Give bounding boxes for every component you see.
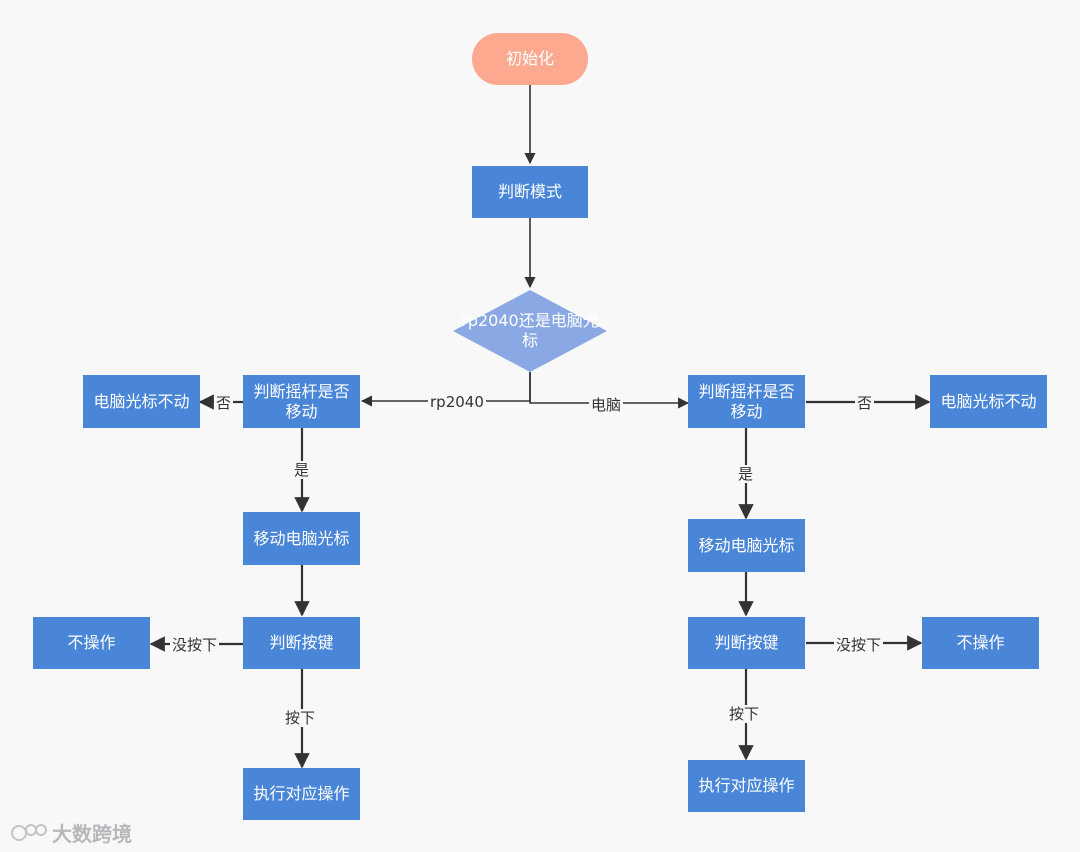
start-node: 初始化: [472, 33, 588, 85]
left-no-op-node: 不操作: [33, 617, 150, 669]
watermark: 大数跨境: [10, 818, 132, 847]
edge-label-right-yes: 是: [736, 465, 756, 483]
decision-diamond: [453, 290, 607, 372]
edge-label-left-no: 否: [214, 394, 234, 412]
watermark-text: 大数跨境: [52, 822, 132, 846]
edge-label-right-not-pressed: 没按下: [834, 636, 884, 654]
edge-label-rp2040: rp2040: [428, 393, 486, 411]
left-cursor-still-node: 电脑光标不动: [83, 375, 200, 428]
edge-label-left-pressed: 按下: [283, 709, 318, 727]
edge-label-right-no: 否: [855, 394, 875, 412]
left-judge-joystick-node: 判断摇杆是否移动: [243, 375, 360, 428]
edge-label-left-not-pressed: 没按下: [170, 636, 220, 654]
judge-mode-node: 判断模式: [472, 166, 588, 218]
right-move-cursor-node: 移动电脑光标: [688, 519, 805, 572]
edge-decision-to-right: [529, 372, 690, 409]
edge-label-pc: 电脑: [589, 396, 624, 414]
right-execute-node: 执行对应操作: [688, 760, 805, 812]
decision-label: rp2040还是电脑光标: [461, 311, 599, 350]
judge-mode-label: 判断模式: [497, 182, 562, 201]
edge-label-left-yes: 是: [292, 461, 312, 479]
right-judge-key-node: 判断按键: [688, 617, 805, 669]
right-judge-joystick-node: 判断摇杆是否移动: [688, 375, 805, 428]
watermark-logo-icon: [10, 822, 48, 844]
left-move-cursor-node: 移动电脑光标: [243, 512, 360, 565]
start-label: 初始化: [505, 49, 554, 68]
edge-label-right-pressed: 按下: [727, 705, 762, 723]
right-cursor-still-node: 电脑光标不动: [930, 375, 1047, 428]
left-judge-key-node: 判断按键: [243, 617, 360, 669]
right-no-op-node: 不操作: [922, 617, 1039, 669]
left-execute-node: 执行对应操作: [243, 768, 360, 820]
